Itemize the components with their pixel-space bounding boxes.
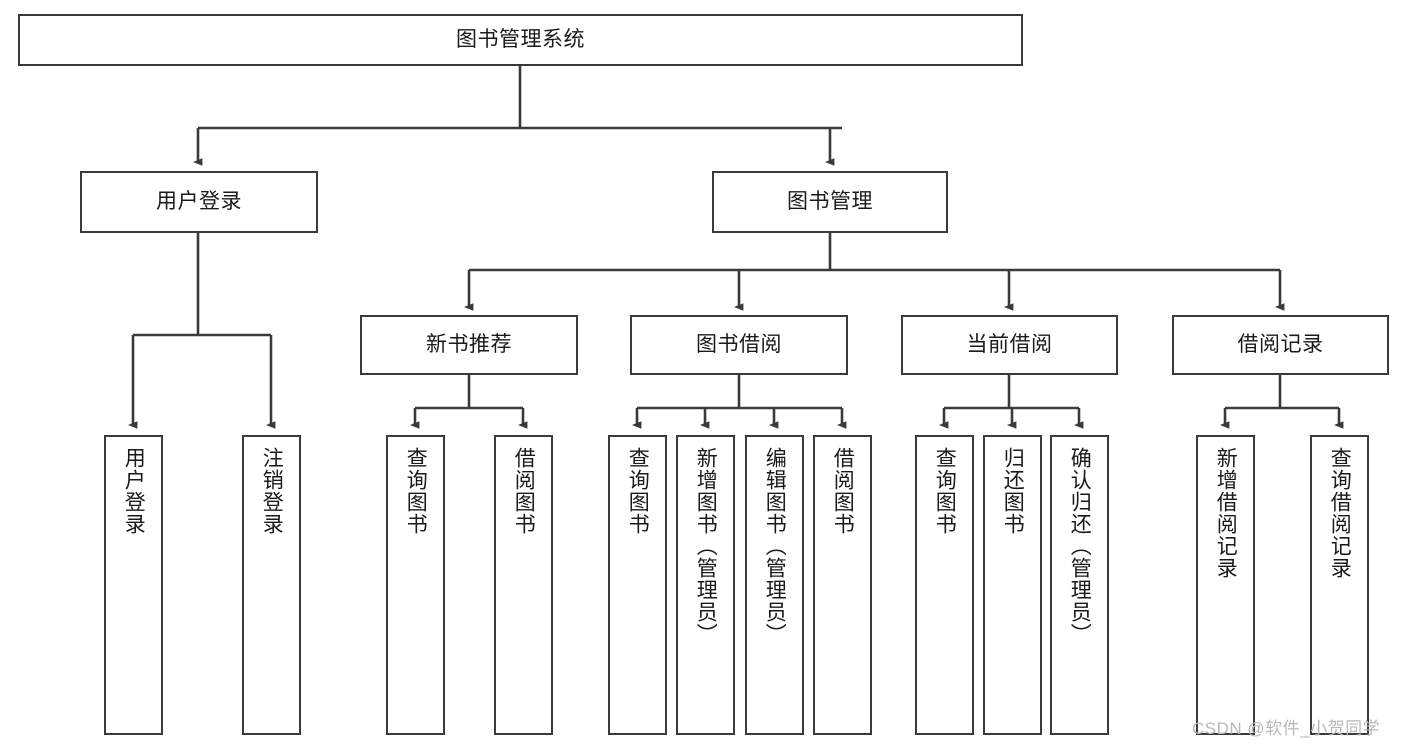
node-book-borrow[interactable]: 图书借阅 bbox=[630, 315, 848, 375]
node-label: 查询图书 bbox=[404, 447, 428, 535]
node-user-login[interactable]: 用户登录 bbox=[80, 171, 318, 233]
node-label: 当前借阅 bbox=[966, 332, 1053, 356]
leaf-book-borrow-edit[interactable]: 编辑图书（管理员） bbox=[745, 435, 804, 735]
leaf-borrow-record-add[interactable]: 新增借阅记录 bbox=[1196, 435, 1255, 735]
node-label: 新增借阅记录 bbox=[1214, 447, 1238, 579]
node-label: 用户登录 bbox=[156, 189, 242, 213]
node-label: 查询图书 bbox=[626, 447, 650, 535]
node-label: 确认归还（管理员） bbox=[1068, 447, 1092, 645]
leaf-user-login-signin[interactable]: 用户登录 bbox=[104, 435, 163, 735]
node-new-book-recommend[interactable]: 新书推荐 bbox=[360, 315, 578, 375]
leaf-book-borrow-lend[interactable]: 借阅图书 bbox=[813, 435, 872, 735]
leaf-book-borrow-add[interactable]: 新增图书（管理员） bbox=[676, 435, 735, 735]
node-label: 查询图书 bbox=[933, 447, 957, 535]
leaf-new-book-borrow[interactable]: 借阅图书 bbox=[494, 435, 553, 735]
node-label: 借阅图书 bbox=[831, 447, 855, 535]
node-label: 新增图书（管理员） bbox=[694, 447, 718, 645]
leaf-book-borrow-query[interactable]: 查询图书 bbox=[608, 435, 667, 735]
leaf-current-borrow-query[interactable]: 查询图书 bbox=[915, 435, 974, 735]
node-label: 图书管理系统 bbox=[456, 27, 585, 51]
node-label: 图书管理 bbox=[787, 189, 873, 213]
node-label: 图书借阅 bbox=[696, 332, 782, 356]
node-label: 注销登录 bbox=[260, 447, 284, 535]
leaf-borrow-record-query[interactable]: 查询借阅记录 bbox=[1310, 435, 1369, 735]
node-label: 查询借阅记录 bbox=[1328, 447, 1352, 579]
node-label: 归还图书 bbox=[1001, 447, 1025, 535]
node-borrow-record[interactable]: 借阅记录 bbox=[1172, 315, 1389, 375]
leaf-current-borrow-confirm[interactable]: 确认归还（管理员） bbox=[1050, 435, 1109, 735]
node-label: 新书推荐 bbox=[426, 332, 512, 356]
node-root-system[interactable]: 图书管理系统 bbox=[18, 14, 1023, 66]
node-label: 用户登录 bbox=[122, 447, 146, 535]
node-current-borrow[interactable]: 当前借阅 bbox=[901, 315, 1118, 375]
watermark-text: CSDN @软件_小贺同学 bbox=[1192, 719, 1381, 738]
node-label: 借阅记录 bbox=[1237, 332, 1324, 356]
node-book-management[interactable]: 图书管理 bbox=[712, 171, 948, 233]
leaf-current-borrow-return[interactable]: 归还图书 bbox=[983, 435, 1042, 735]
leaf-user-login-signout[interactable]: 注销登录 bbox=[242, 435, 301, 735]
leaf-new-book-query[interactable]: 查询图书 bbox=[386, 435, 445, 735]
node-label: 借阅图书 bbox=[512, 447, 536, 535]
node-label: 编辑图书（管理员） bbox=[763, 447, 787, 645]
